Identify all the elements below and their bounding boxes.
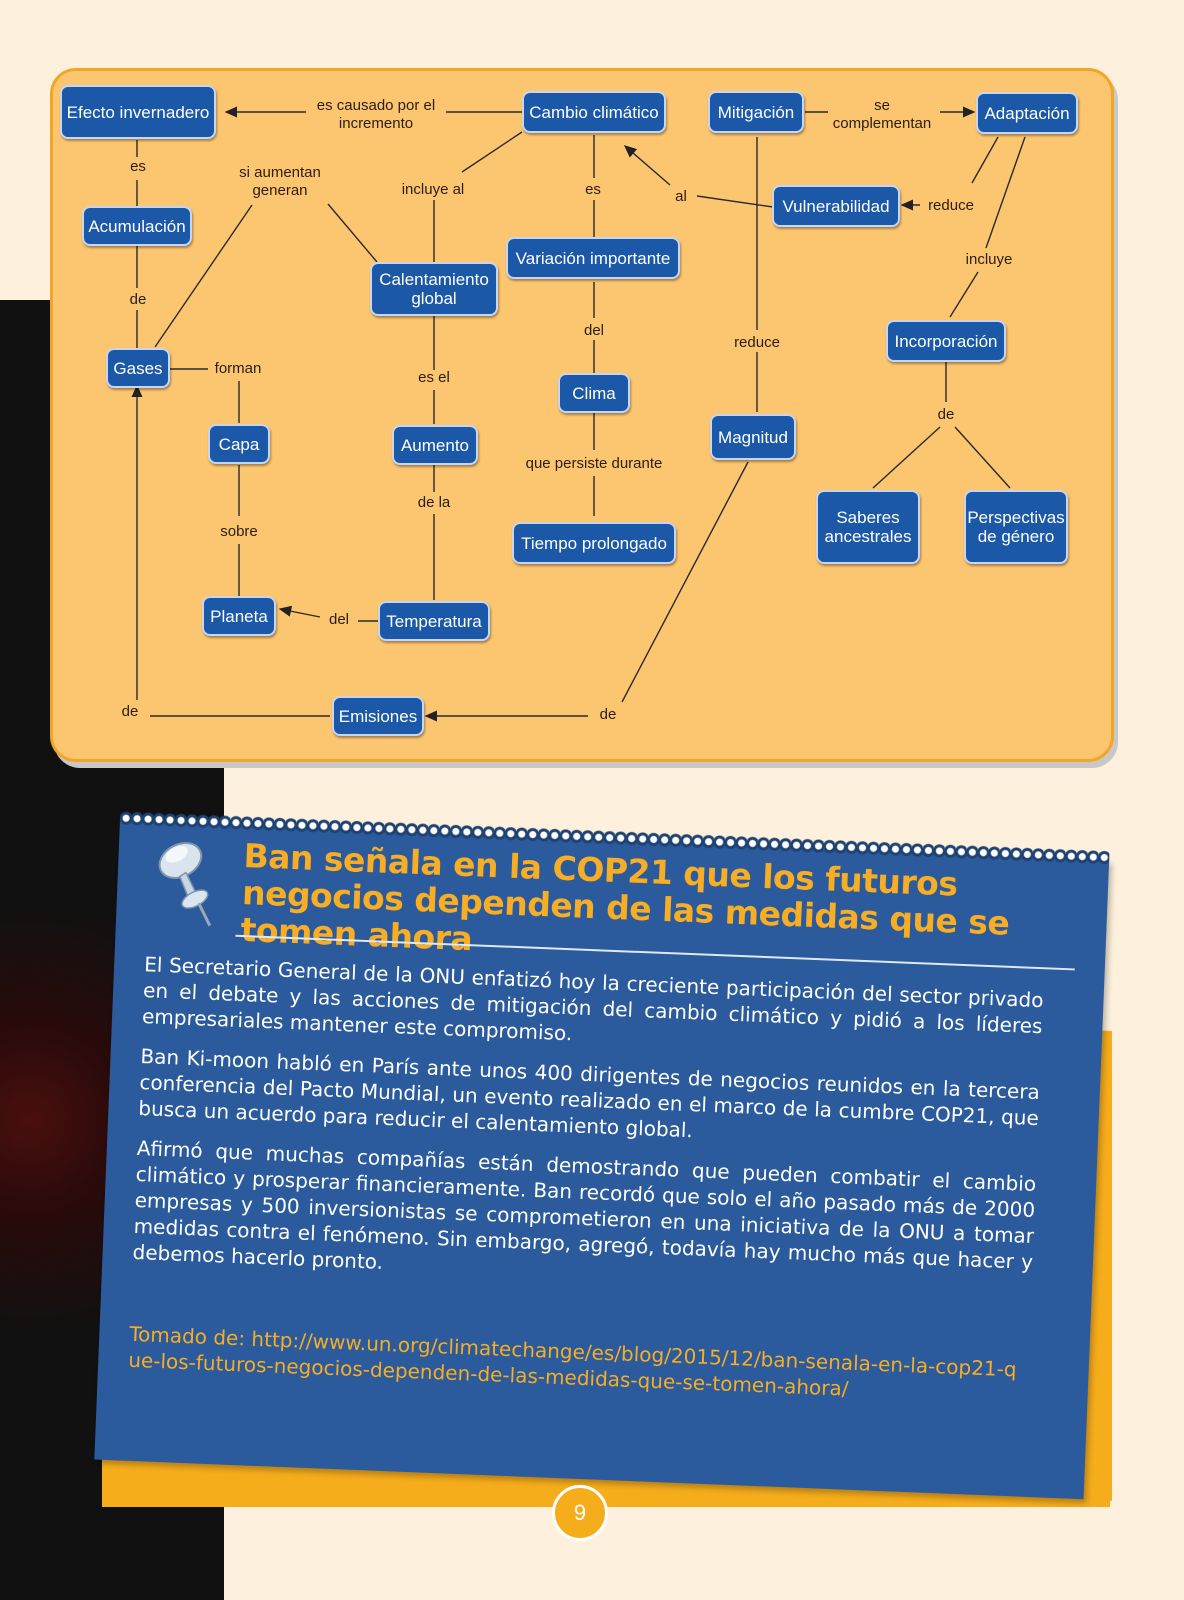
node-variacion-importante: Variación importante xyxy=(506,237,680,279)
link-se-complementan: se complementan xyxy=(832,97,932,132)
link-al: al xyxy=(675,188,687,205)
link-es-1: es xyxy=(130,158,146,175)
node-planeta: Planeta xyxy=(202,596,276,636)
node-tiempo-prolongado: Tiempo prolongado xyxy=(512,522,676,564)
link-que-persiste: que persiste durante xyxy=(525,455,663,472)
article-source-link[interactable]: Tomado de: http://www.un.org/climatechan… xyxy=(127,1321,1018,1401)
link-es-causado: es causado por el incremento xyxy=(316,97,436,132)
concept-map-card xyxy=(50,68,1114,762)
node-mitigacion: Mitigación xyxy=(708,91,804,133)
node-incorporacion: Incorporación xyxy=(886,320,1006,362)
link-sobre: sobre xyxy=(220,523,258,540)
link-es-el: es el xyxy=(418,369,450,386)
pushpin-icon xyxy=(143,831,227,939)
node-efecto-invernadero: Efecto invernadero xyxy=(60,85,216,139)
node-acumulacion: Acumulación xyxy=(82,206,192,246)
link-incluye-al: incluye al xyxy=(401,181,465,198)
node-temperatura: Temperatura xyxy=(378,601,490,641)
link-reduce-2: reduce xyxy=(734,334,780,351)
link-de-1: de xyxy=(129,291,147,308)
news-card: Ban señala en la COP21 que los futuros n… xyxy=(94,806,1110,1500)
node-calentamiento-global: Calentamiento global xyxy=(370,262,498,316)
node-gases: Gases xyxy=(106,348,170,388)
node-vulnerabilidad: Vulnerabilidad xyxy=(772,185,900,227)
node-capa: Capa xyxy=(208,424,270,464)
node-adaptacion: Adaptación xyxy=(976,92,1078,134)
concept-map: Efecto invernadero Cambio climático Miti… xyxy=(60,85,1078,736)
link-de-2: de xyxy=(937,406,955,423)
node-magnitud: Magnitud xyxy=(710,414,796,460)
link-forman: forman xyxy=(214,360,262,377)
article-body: El Secretario General de la ONU enfatizó… xyxy=(132,951,1044,1315)
article-paragraph: Afirmó que muchas compañías están demost… xyxy=(132,1135,1037,1274)
link-de-la: de la xyxy=(417,494,451,511)
node-cambio-climatico: Cambio climático xyxy=(522,91,666,133)
link-reduce-1: reduce xyxy=(928,197,974,214)
node-perspectivas-genero: Perspectivas de género xyxy=(964,490,1068,564)
link-de-3: de xyxy=(599,706,617,723)
link-es-2: es xyxy=(585,181,601,198)
node-emisiones: Emisiones xyxy=(332,696,424,736)
link-incluye: incluye xyxy=(965,251,1013,268)
link-de-4: de xyxy=(121,703,139,720)
concept-map-connectors xyxy=(131,106,1026,722)
link-del-1: del xyxy=(583,322,605,339)
link-del-2: del xyxy=(328,611,350,628)
link-si-aumentan: si aumentan generan xyxy=(239,164,321,199)
page-number: 9 xyxy=(552,1485,608,1541)
node-saberes-ancestrales: Saberes ancestrales xyxy=(816,490,920,564)
node-clima: Clima xyxy=(558,373,630,413)
node-aumento: Aumento xyxy=(392,425,478,465)
